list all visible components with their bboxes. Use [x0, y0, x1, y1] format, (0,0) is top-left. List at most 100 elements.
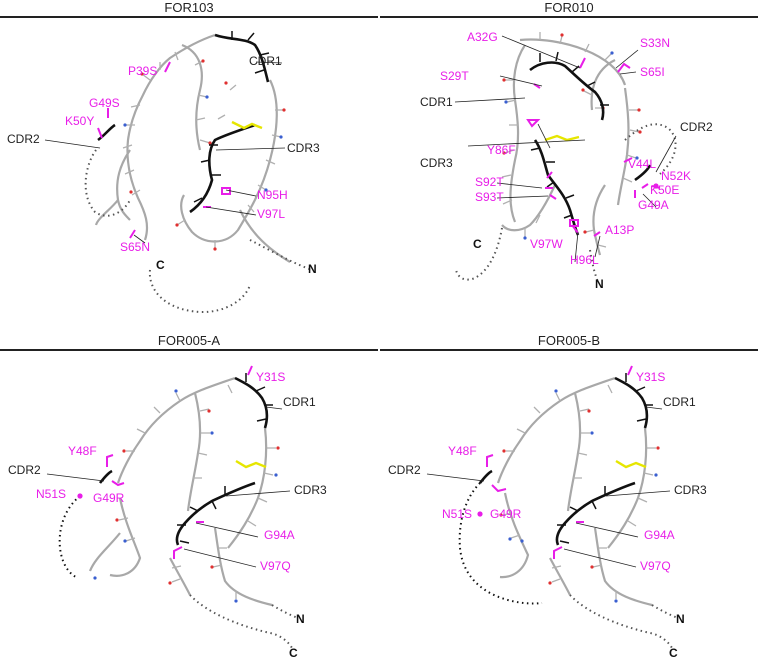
mutation-label: N51S: [442, 507, 473, 521]
mutation-label: V97Q: [260, 559, 291, 573]
cdr2-gap-marker: [653, 183, 659, 189]
disulfide-bond: [544, 134, 580, 142]
panel-title: FOR005-A: [157, 333, 221, 348]
cdr-backbone: [97, 33, 270, 214]
c-terminus-label: C: [156, 258, 165, 272]
title-rule: [380, 349, 758, 351]
heteroatoms: [502, 33, 642, 240]
panel-for005-b: FOR005-B: [380, 333, 758, 666]
mutation-label: V97L: [257, 207, 286, 221]
heteroatoms: [499, 389, 660, 603]
n-terminus-label: N: [595, 277, 604, 291]
disordered-c-terminus: [148, 269, 251, 314]
mutation-label: H96L: [570, 253, 599, 267]
n-terminus-label: N: [296, 612, 305, 626]
structure-figure: [454, 32, 677, 283]
cdr-sidechains: [557, 373, 653, 544]
cdr-sidechains: [530, 51, 609, 219]
mutation-label: Y48F: [68, 444, 97, 458]
heteroatoms: [123, 59, 286, 251]
panel-title: FOR005-B: [537, 333, 601, 348]
framework-sidechains: [118, 384, 276, 599]
region-label-cdr2: CDR2: [8, 463, 41, 477]
framework-sidechains: [501, 32, 640, 248]
panel-title: FOR103: [164, 0, 214, 15]
mutation-label: S65N: [120, 240, 151, 254]
mutation-label: G49R: [93, 491, 125, 505]
mutation-label: S33N: [640, 36, 671, 50]
leader-lines: [426, 406, 671, 568]
disordered-n-terminus: [589, 249, 599, 283]
cdr-sidechains: [193, 31, 270, 203]
mutation-label: V97W: [530, 237, 563, 251]
disulfide-bond: [231, 120, 263, 130]
region-label-cdr3: CDR3: [287, 141, 320, 155]
cdr-backbone: [529, 61, 652, 236]
disordered-loop-cdr2: [58, 495, 81, 579]
region-label-cdr3: CDR3: [420, 156, 453, 170]
region-label-cdr2: CDR2: [680, 120, 713, 134]
framework-backbone: [496, 376, 653, 607]
mutation-label: V44L: [628, 157, 657, 171]
c-terminus-label: C: [473, 237, 482, 251]
n-terminus-label: N: [308, 262, 317, 276]
panel-title: FOR010: [544, 0, 594, 15]
cdr2-gap-marker: [77, 493, 83, 499]
panel-for005-a: FOR005-A: [0, 333, 378, 666]
mutation-sidechains: [486, 365, 633, 559]
leader-lines: [44, 61, 286, 244]
disordered-n-terminus: [271, 604, 299, 619]
mutation-label: P39S: [128, 64, 158, 78]
mutation-label: Y48F: [448, 444, 477, 458]
mutation-label: G49A: [638, 198, 669, 212]
mutation-label: A13P: [605, 223, 635, 237]
disordered-c-terminus: [189, 594, 293, 649]
structure-figure: [44, 31, 313, 314]
mutation-label: G94A: [264, 528, 295, 542]
region-label-cdr1: CDR1: [283, 395, 316, 409]
mutation-sidechains: [526, 57, 661, 237]
leader-lines: [46, 406, 291, 568]
panel-for010: FOR010: [380, 0, 758, 330]
mutation-sidechains: [106, 365, 253, 559]
mutation-label: G94A: [644, 528, 675, 542]
mutation-label: K50E: [650, 183, 680, 197]
region-label-cdr2: CDR2: [388, 463, 421, 477]
cdr-sidechains: [177, 373, 273, 544]
title-rule: [380, 16, 758, 18]
disulfide-bond: [615, 459, 647, 469]
title-rule: [0, 349, 378, 351]
mutation-label: G49S: [89, 96, 120, 110]
mutation-label: N95H: [257, 188, 288, 202]
c-terminus-label: C: [289, 646, 298, 660]
title-rule: [0, 16, 378, 18]
mutation-label: S29T: [440, 69, 469, 83]
disordered-loop-cdr2: [458, 482, 543, 605]
disulfide-bond: [235, 459, 267, 469]
heteroatoms: [93, 389, 280, 603]
panel-for103: FOR103: [0, 0, 378, 330]
mutation-label: Y31S: [636, 370, 666, 384]
framework-sidechains: [122, 51, 284, 249]
mutation-label: S92T: [475, 175, 504, 189]
n-terminus-label: N: [676, 612, 685, 626]
mutation-label: S65I: [640, 65, 665, 79]
region-label-cdr1: CDR1: [249, 54, 282, 68]
region-label-cdr1: CDR1: [663, 395, 696, 409]
region-label-cdr3: CDR3: [294, 483, 327, 497]
mutation-label: G49R: [490, 507, 522, 521]
mutation-label: A32G: [467, 30, 498, 44]
disordered-n-terminus: [651, 604, 679, 619]
mutation-label: K50Y: [65, 114, 95, 128]
disordered-loop-cdr2: [84, 149, 131, 217]
region-label-cdr2: CDR2: [7, 132, 40, 146]
c-terminus-label: C: [669, 646, 678, 660]
mutation-label: Y86F: [487, 143, 516, 157]
framework-sidechains: [502, 384, 656, 599]
cdr-backbone: [478, 376, 649, 546]
disordered-c-terminus: [569, 594, 673, 649]
disordered-c-terminus: [455, 227, 503, 281]
leader-lines: [454, 35, 677, 263]
cdr2-gap-marker: [477, 511, 483, 517]
mutation-label: Y31S: [256, 370, 286, 384]
